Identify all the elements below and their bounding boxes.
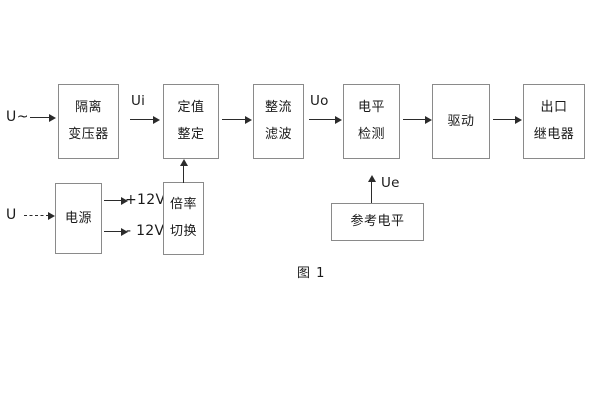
block-level-detection: 电平 检测 [343,84,400,159]
block-reference-level: 参考电平 [331,203,424,241]
figure-caption: 图 1 [297,266,326,281]
arrow-power-supply-negative-rail [104,227,128,236]
input-label-dc: U [6,207,17,223]
block-reference-level-line-1: 参考电平 [350,214,405,230]
block-level-detection-line-2: 检测 [357,127,385,142]
arrow-ac-input-to-isolation-transformer [30,113,56,122]
block-rectify-filter-line-2: 滤波 [264,127,292,142]
arrow-multiplier-switch-to-setting-value [179,159,188,183]
arrow-drive-to-output-relay [493,115,522,124]
signal-label-ui: Ui [131,93,146,109]
arrow-level-detection-to-drive [403,115,432,124]
block-multiplier-switch-line-1: 倍率 [169,197,197,213]
block-multiplier-switch: 倍率 切换 [163,182,204,255]
block-rectify-filter-line-1: 整流 [264,100,292,116]
input-label-ac: U~ [6,109,29,125]
arrow-power-supply-positive-rail [104,196,128,205]
block-power-supply: 电源 [55,183,102,254]
block-isolation-transformer-line-1: 隔离 [74,100,102,116]
block-level-detection-line-1: 电平 [357,100,385,116]
arrow-dc-input-to-power-supply [24,211,55,220]
voltage-label-negative-12v: - 12V [126,223,165,239]
arrow-rectify-filter-to-level-detection [309,115,342,124]
arrow-setting-value-to-rectify-filter [222,115,252,124]
signal-label-ue: Ue [381,175,400,191]
signal-label-uo: Uo [310,93,329,109]
block-setting-value-line-1: 定值 [177,100,205,116]
block-multiplier-switch-line-2: 切换 [169,224,197,239]
block-isolation-transformer: 隔离 变压器 [58,84,119,159]
voltage-label-positive-12v: +12V [125,192,166,208]
arrow-isolation-transformer-to-setting-value [130,115,160,124]
arrow-reference-level-to-level-detection [367,175,376,203]
block-drive: 驱动 [432,84,490,159]
block-isolation-transformer-line-2: 变压器 [68,127,109,142]
block-output-relay-line-1: 出口 [540,100,568,116]
block-drive-line-1: 驱动 [447,113,475,129]
block-output-relay: 出口 继电器 [523,84,585,159]
block-setting-value-line-2: 整定 [177,127,205,142]
block-rectify-filter: 整流 滤波 [253,84,304,159]
block-output-relay-line-2: 继电器 [533,127,575,142]
block-power-supply-line-1: 电源 [64,210,92,226]
block-setting-value: 定值 整定 [163,84,219,159]
